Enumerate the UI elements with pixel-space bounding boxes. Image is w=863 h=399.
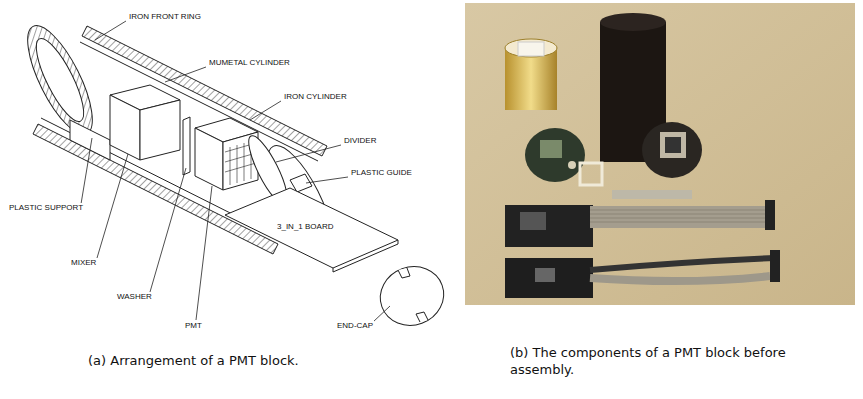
leader-lines (80, 21, 390, 322)
subfigure-caption: (a) Arrangement of a PMT block. (88, 352, 299, 369)
part-name: IRON CYLINDER (283, 92, 348, 101)
part-name: PLASTIC SUPPORT (8, 203, 84, 212)
part-name: IRON FRONT RING (128, 12, 202, 21)
part-name: MUMETAL CYLINDER (208, 58, 291, 67)
part-name: PLASTIC GUIDE (350, 168, 413, 177)
part-name: WASHER (116, 292, 153, 301)
part-name: END-CAP (336, 321, 374, 330)
part-name: DIVIDER (343, 136, 377, 145)
components-photo (465, 3, 855, 305)
pmt-block-drawing (15, 17, 452, 334)
part-name: PMT (184, 321, 203, 330)
subfigure-caption: (b) The components of a PMT block before… (510, 344, 850, 378)
part-name: 3_IN_1 BOARD (276, 222, 334, 231)
part-name: MIXER (70, 258, 97, 267)
